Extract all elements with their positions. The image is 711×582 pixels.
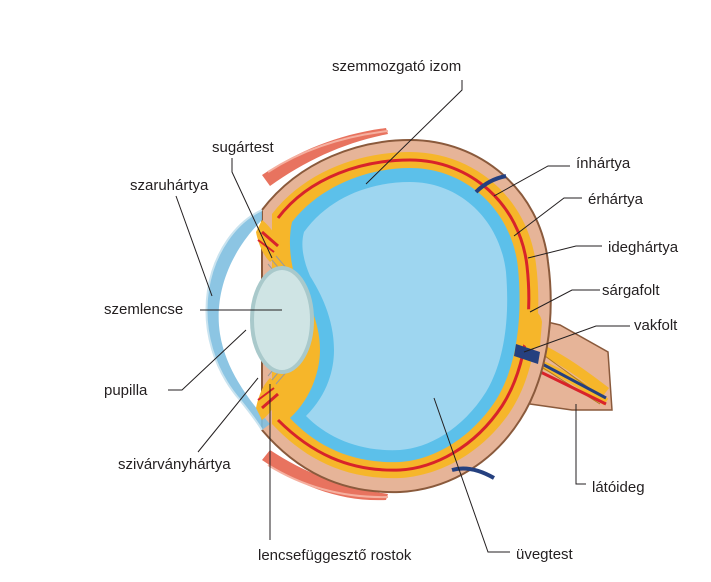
label-zonular-fibers: lencsefüggesztő rostok xyxy=(258,547,412,564)
label-eye-muscle: szemmozgató izom xyxy=(332,58,461,75)
leader-lines xyxy=(168,80,630,553)
label-cornea: szaruhártya xyxy=(130,177,209,194)
label-macula: sárgafolt xyxy=(602,282,660,299)
label-iris: szivárványhártya xyxy=(118,456,231,473)
label-optic-nerve: látóideg xyxy=(592,479,645,496)
blind-spot xyxy=(514,344,540,364)
label-sclera: ínhártya xyxy=(576,155,631,172)
label-pupil: pupilla xyxy=(104,382,148,399)
label-lens: szemlencse xyxy=(104,301,183,318)
label-blind-spot: vakfolt xyxy=(634,317,678,334)
vein-bottom xyxy=(451,466,495,480)
vitreous-core xyxy=(302,182,508,451)
eye-muscle-bottom xyxy=(262,450,389,501)
label-retina: ideghártya xyxy=(608,239,679,256)
eye-muscle-top xyxy=(262,128,389,186)
label-vitreous-body: üvegtest xyxy=(516,546,574,563)
label-ciliary-body: sugártest xyxy=(212,139,275,156)
macula xyxy=(520,309,542,348)
label-choroid: érhártya xyxy=(588,191,644,208)
cornea-layer xyxy=(206,210,270,430)
vein-top xyxy=(474,174,507,194)
lens xyxy=(250,266,314,374)
